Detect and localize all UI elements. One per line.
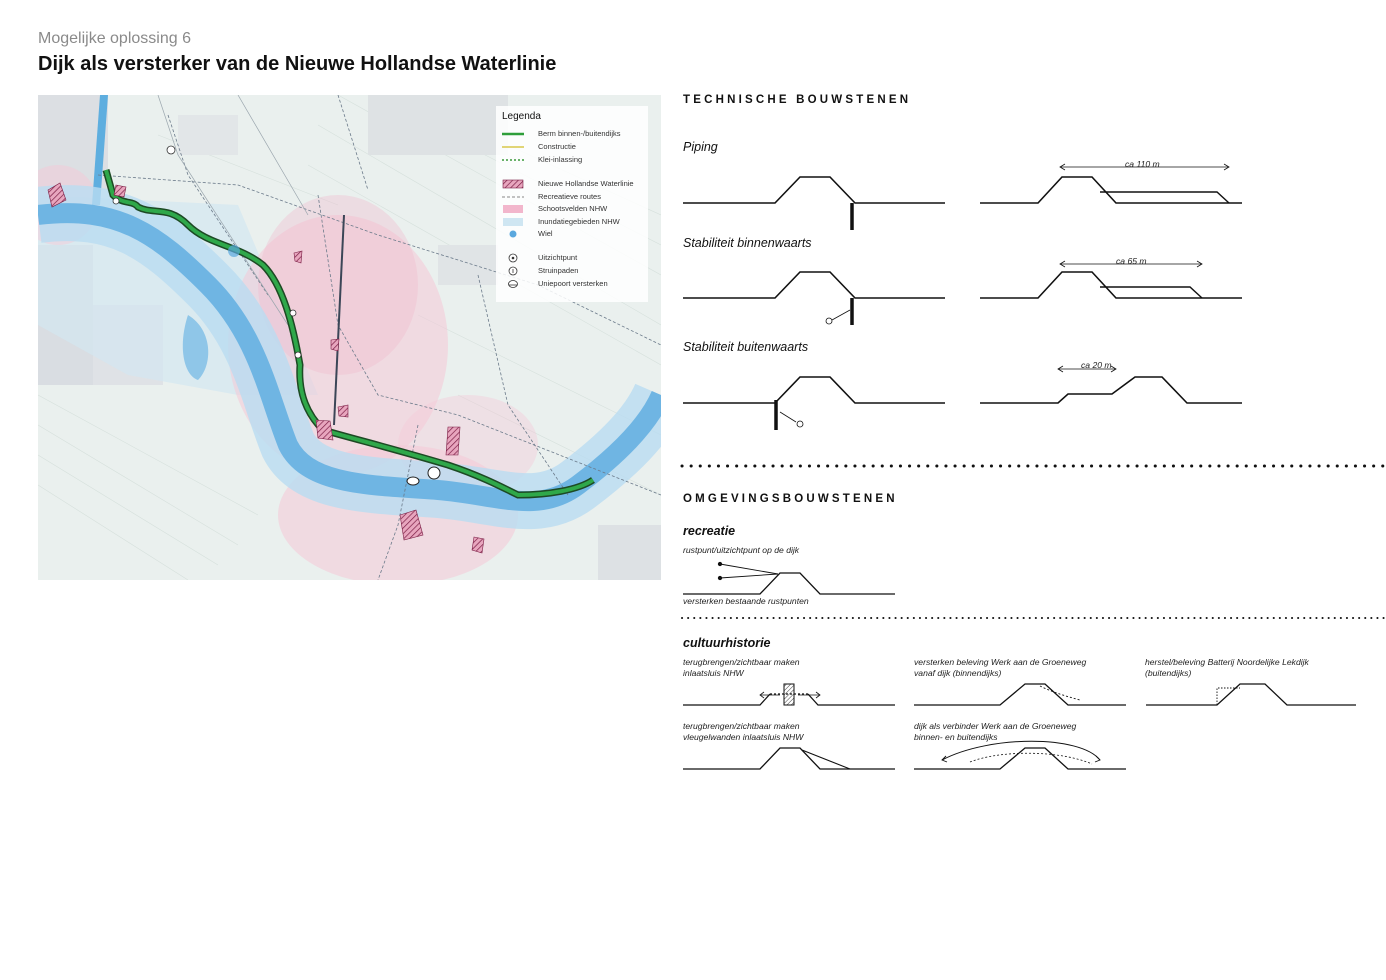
light-blue-swatch: [503, 218, 523, 226]
stability-inward-dimension: ca 65 m: [1116, 256, 1147, 266]
wing-walls-diagram: [683, 747, 895, 770]
viewpoint-marker[interactable]: [427, 466, 441, 480]
stability-inward-existing: [683, 271, 945, 325]
section-divider: [681, 617, 1385, 619]
cultuurhistorie-diagrams: [683, 683, 1356, 770]
technical-diagrams: [683, 163, 1242, 430]
yellow-line-swatch: [502, 146, 524, 148]
nhw-fort: [293, 250, 303, 264]
legend-label: Uniepoort versterken: [538, 279, 608, 288]
map[interactable]: Legenda Berm binnen-/buitendijks Constru…: [18, 94, 687, 585]
viewpoint-icon: [508, 253, 518, 263]
legend-label: Recreatieve routes: [538, 192, 601, 201]
nhw-fort: [399, 509, 424, 541]
road-line: [333, 214, 345, 426]
groeneweg-inner-diagram: [914, 683, 1126, 706]
legend-label: Constructie: [538, 142, 576, 151]
recreatie-label: recreatie: [683, 524, 736, 538]
stability-outward-dimension: ca 20 m: [1081, 360, 1112, 370]
cultuurhistorie-caption: versterken beleving Werk aan de Groenewe…: [914, 657, 1087, 678]
pink-swatch: [503, 205, 523, 213]
recreatie-caption-bottom: versterken bestaande rustpunten: [683, 596, 809, 606]
section-divider: [680, 464, 1386, 468]
field-of-fire: [258, 195, 418, 375]
legend-label: Nieuwe Hollandse Waterlinie: [538, 179, 634, 188]
cultuurhistorie-label: cultuurhistorie: [683, 636, 771, 650]
legend-label: Struinpaden: [538, 266, 579, 275]
legend-box: [496, 106, 648, 302]
battery-diagram: [1146, 683, 1356, 706]
nhw-fort: [337, 404, 349, 418]
roads: [157, 94, 309, 326]
canal: [92, 95, 108, 205]
page-subtitle: Mogelijke oplossing 6: [38, 30, 191, 47]
walker-marker[interactable]: [294, 351, 302, 359]
stability-outward-existing: [683, 376, 945, 430]
stability-inward-berm: [980, 260, 1242, 299]
legend-title: Legenda: [502, 111, 541, 122]
environment-heading: OMGEVINGSBOUWSTENEN: [683, 493, 898, 505]
gate-icon: [508, 280, 518, 288]
legend-label: Inundatiegebieden NHW: [538, 217, 620, 226]
nhw-fort: [471, 536, 485, 554]
technical-heading: TECHNISCHE BOUWSTENEN: [683, 94, 912, 106]
green-line-swatch: [502, 132, 524, 136]
walker-icon: [508, 266, 518, 276]
recreatie-caption-top: rustpunt/uitzichtpunt op de dijk: [683, 545, 800, 555]
piping-diagram-existing: [683, 176, 945, 230]
walker-marker[interactable]: [289, 309, 297, 317]
nhw-fort: [113, 184, 127, 198]
hatched-swatch: [502, 179, 524, 189]
legend-label: Wiel: [538, 229, 553, 238]
legend-label: Uitzichtpunt: [538, 253, 578, 262]
legend-label: Klei-inlassing: [538, 155, 583, 164]
cultuurhistorie-caption: dijk als verbinder Werk aan de Groeneweg…: [914, 721, 1077, 742]
nhw-fort: [330, 338, 340, 352]
recreational-routes: [97, 94, 662, 581]
piping-diagram-berm: [980, 163, 1242, 204]
recreatie-diagram: [683, 561, 895, 595]
legend-label: Berm binnen-/buitendijks: [538, 129, 621, 138]
stability-outward-berm: [980, 365, 1242, 404]
stability-inward-label: Stabiliteit binnenwaarts: [683, 236, 812, 250]
urban-area: [598, 525, 661, 580]
legend-label: Schootsvelden NHW: [538, 204, 608, 213]
piping-dimension: ca 110 m: [1125, 159, 1160, 169]
walker-marker[interactable]: [112, 197, 120, 205]
nhw-fort: [315, 419, 334, 441]
green-dotted-line-swatch: [502, 159, 524, 161]
page-title: Dijk als versterker van de Nieuwe Hollan…: [38, 53, 557, 75]
blue-dot-swatch: [509, 230, 517, 238]
gate-marker[interactable]: [406, 476, 420, 486]
viewpoint-marker[interactable]: [166, 145, 176, 155]
urban-area: [368, 95, 508, 155]
piping-label: Piping: [683, 140, 718, 154]
cultuurhistorie-caption: herstel/beleving Batterij Noordelijke Le…: [1145, 657, 1309, 678]
wiel: [228, 245, 240, 257]
cultuurhistorie-caption: terugbrengen/zichtbaar maken inlaatsluis…: [683, 657, 800, 678]
grey-dashed-line-swatch: [502, 196, 524, 198]
sluice-diagram: [683, 683, 895, 706]
nhw-fort: [47, 182, 67, 208]
stability-outward-label: Stabiliteit buitenwaarts: [683, 340, 809, 354]
map-canvas: [18, 94, 687, 585]
lake: [182, 315, 209, 380]
connector-diagram: [914, 740, 1126, 770]
dike-berm[interactable]: [104, 169, 595, 498]
cultuurhistorie-caption: terugbrengen/zichtbaar maken vleugelwand…: [683, 721, 804, 742]
urban-area: [178, 115, 238, 155]
urban-area: [438, 245, 498, 285]
nhw-fort: [445, 426, 461, 456]
